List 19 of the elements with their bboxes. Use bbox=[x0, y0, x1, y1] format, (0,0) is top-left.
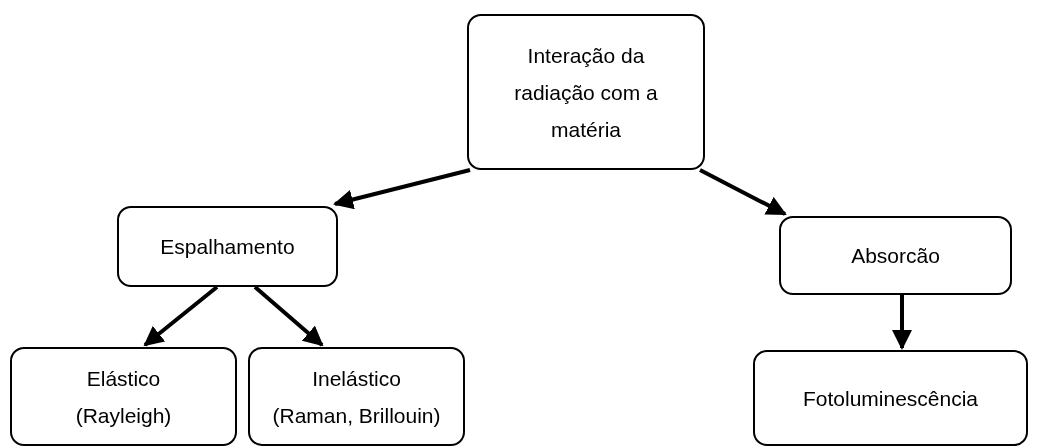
rounded-box bbox=[248, 347, 465, 446]
node-label: Interação da radiação com a matéria bbox=[513, 42, 659, 143]
rounded-box bbox=[117, 206, 338, 287]
node-label: (Rayleigh) bbox=[75, 402, 172, 429]
node-label: Inelástico bbox=[312, 365, 401, 392]
rounded-box bbox=[779, 216, 1012, 295]
rounded-box bbox=[753, 350, 1028, 446]
node-label: Absorcão bbox=[851, 243, 940, 269]
arrow bbox=[333, 168, 471, 210]
rounded-box bbox=[467, 14, 705, 170]
arrow bbox=[892, 295, 912, 350]
arrow bbox=[699, 168, 787, 216]
node-label: Elástico bbox=[86, 365, 161, 392]
arrow bbox=[253, 285, 324, 347]
rounded-box bbox=[10, 347, 237, 446]
arrow bbox=[143, 285, 219, 347]
node-label: Espalhamento bbox=[160, 234, 295, 260]
node-label: Fotoluminescência bbox=[802, 385, 979, 412]
node-label: (Raman, Brillouin) bbox=[272, 402, 441, 429]
